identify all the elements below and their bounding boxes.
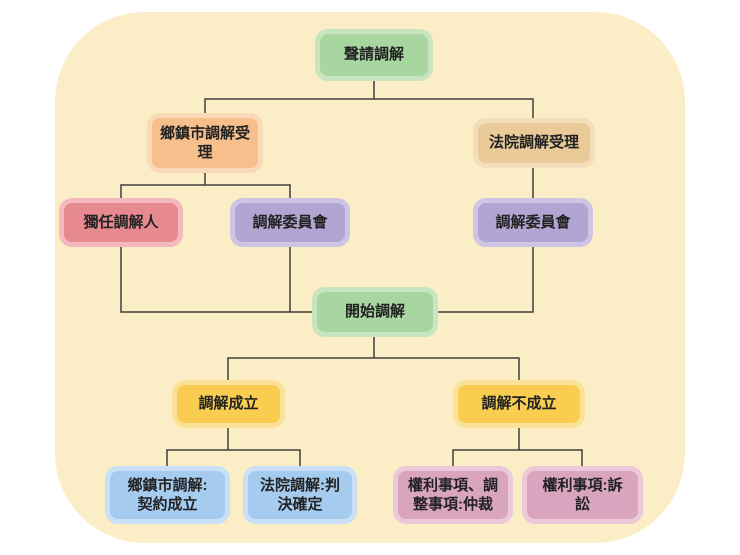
node-town-mediation-acceptance-label: 鄉鎮市調解受 理 [159,124,250,162]
node-mediation-success: 調解成立 [172,380,285,428]
connector-left-to-begin [120,242,317,313]
node-arbitration: 權利事項、調 整事項:仲裁 [393,466,513,524]
node-mediation-committee-court: 調解委員會 [473,198,593,247]
node-litigation-label: 權利事項:訴 訟 [542,476,623,514]
node-court-mediation-acceptance-label: 法院調解受理 [488,134,579,152]
connector-begin-to-outcomes [227,332,520,385]
node-mediation-success-label: 調解成立 [198,395,259,413]
node-court-judgment-result: 法院調解:判 決確定 [243,466,357,524]
node-town-contract-result-label: 鄉鎮市調解: 契約成立 [127,476,208,514]
node-begin-mediation: 開始調解 [312,287,438,337]
node-arbitration-label: 權利事項、調 整事項:仲裁 [407,476,498,514]
node-apply-mediation: 聲請調解 [315,29,433,81]
node-mediation-failure-label: 調解不成立 [481,395,557,413]
node-mediation-committee-town: 調解委員會 [230,198,350,247]
node-town-mediation-acceptance: 鄉鎮市調解受 理 [147,113,263,173]
node-sole-mediator-label: 獨任調解人 [83,213,159,231]
node-town-contract-result: 鄉鎮市調解: 契約成立 [105,466,230,524]
diagram-panel [55,12,685,543]
node-court-judgment-result-label: 法院調解:判 決確定 [260,476,340,514]
node-sole-mediator: 獨任調解人 [59,198,183,247]
node-apply-mediation-label: 聲請調解 [343,46,404,64]
node-begin-mediation-label: 開始調解 [344,303,405,321]
node-court-mediation-acceptance: 法院調解受理 [473,118,595,168]
connector-success-to-results [166,423,301,471]
node-mediation-failure: 調解不成立 [453,380,585,428]
connector-fail-to-results [452,423,583,471]
node-litigation: 權利事項:訴 訟 [522,466,643,524]
node-mediation-committee-court-label: 調解委員會 [495,213,571,231]
node-mediation-committee-town-label: 調解委員會 [252,213,328,231]
connector-right-to-begin [433,242,534,313]
